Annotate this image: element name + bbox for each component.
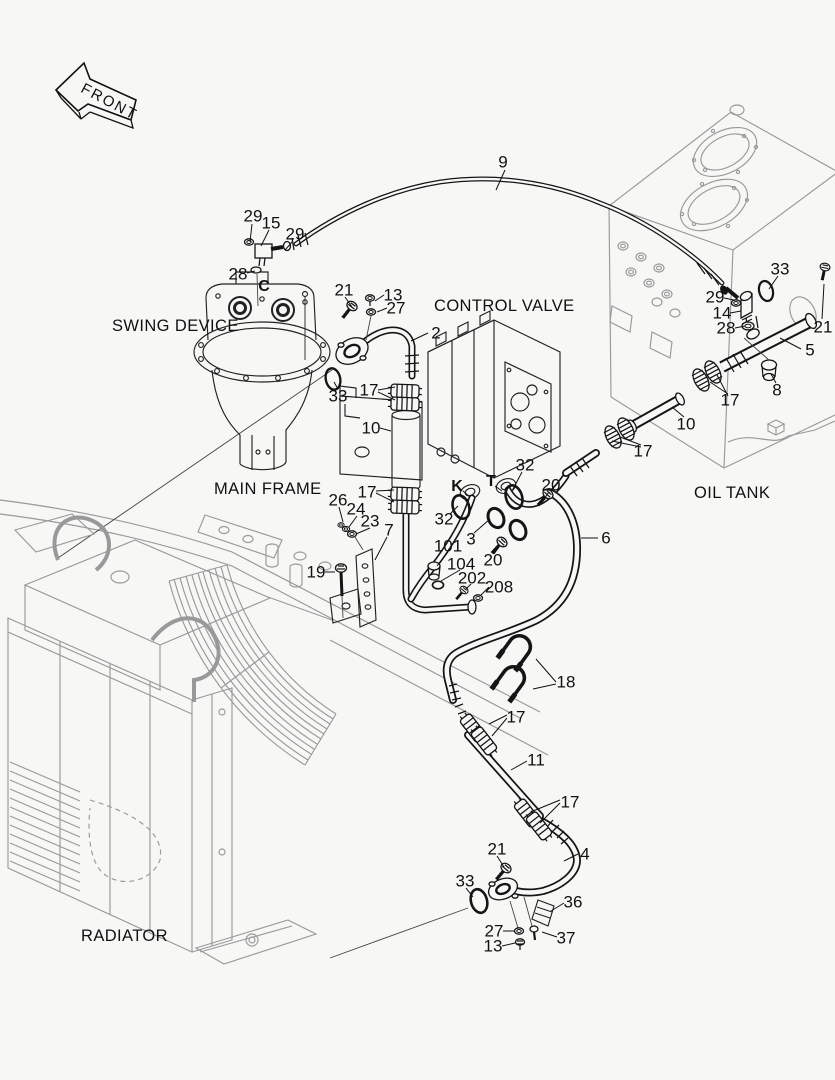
screw-13-bottom (514, 938, 526, 950)
tank-fittings (609, 241, 681, 359)
core-hatching (9, 761, 81, 892)
oil-tank-art (607, 104, 835, 469)
bracket-7 (329, 548, 377, 628)
main-frame-art (0, 369, 549, 959)
front-arrow (54, 61, 137, 130)
hardware (243, 238, 833, 950)
elbow-14 (739, 290, 753, 320)
flange-bolts (198, 342, 326, 381)
plug-8 (743, 337, 778, 382)
radiator-art (7, 513, 337, 965)
plug-101 (427, 561, 441, 581)
ring-104 (431, 580, 445, 590)
clamp-36 (531, 899, 555, 927)
control-valve-art (427, 310, 561, 500)
bolt-37 (529, 925, 539, 941)
leader-lines (246, 169, 825, 947)
swing-device-art (193, 271, 331, 471)
hydraulic-lines (291, 176, 818, 929)
bolt-19 (334, 563, 348, 619)
